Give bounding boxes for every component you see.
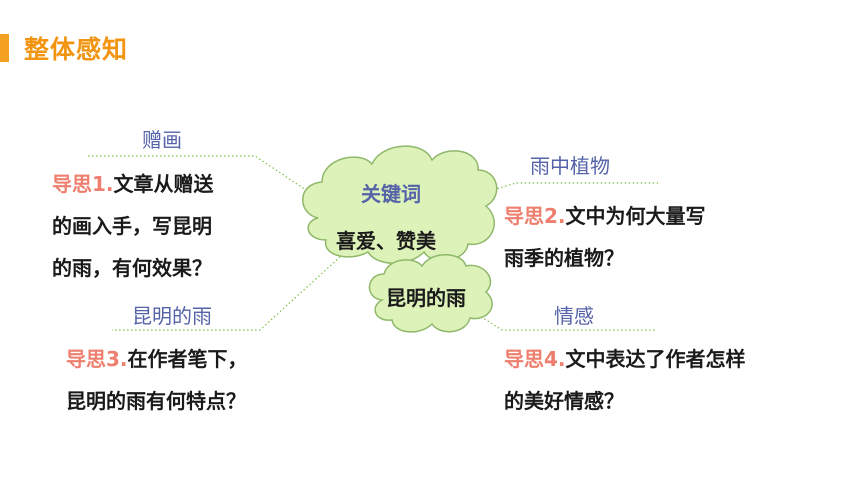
page-title: 整体感知 xyxy=(24,35,129,64)
connector-rain-plants xyxy=(485,182,658,193)
question-2-line-2: 雨季的植物？ xyxy=(504,246,624,270)
question-2-line-1: 导思2.文中为何大量写 xyxy=(504,204,706,228)
question-3-prefix: 导思3. xyxy=(66,347,128,371)
connector-emotion xyxy=(463,305,656,331)
connector-gift-painting xyxy=(88,155,319,199)
title-accent-bar xyxy=(0,34,9,62)
connector-kunming-rain xyxy=(112,245,353,331)
question-1-line-2: 的画入手，写昆明 xyxy=(52,214,212,238)
question-4-line-1: 导思4.文中表达了作者怎样 xyxy=(504,347,746,371)
keyword-value: 喜爱、赞美 xyxy=(336,229,436,253)
question-1-line-1: 导思1.文章从赠送 xyxy=(52,172,214,196)
main-cloud xyxy=(302,145,498,264)
question-4: 导思4.文中表达了作者怎样 的美好情感？ xyxy=(504,338,746,422)
question-4-line-2: 的美好情感？ xyxy=(504,389,624,413)
question-3-line-2: 昆明的雨有何特点？ xyxy=(66,389,246,413)
question-3-line-1: 导思3.在作者笔下， xyxy=(66,347,248,371)
question-2: 导思2.文中为何大量写 雨季的植物？ xyxy=(504,195,706,279)
question-2-prefix: 导思2. xyxy=(504,204,566,228)
topic-emotion: 情感 xyxy=(554,304,594,328)
small-cloud-label: 昆明的雨 xyxy=(386,286,466,310)
question-1: 导思1.文章从赠送 的画入手，写昆明 的雨，有何效果？ xyxy=(52,163,214,289)
question-3: 导思3.在作者笔下， 昆明的雨有何特点？ xyxy=(66,338,248,422)
keyword-label: 关键词 xyxy=(361,182,421,206)
question-4-prefix: 导思4. xyxy=(504,347,566,371)
question-1-line-3: 的雨，有何效果？ xyxy=(52,256,212,280)
topic-gift-painting: 赠画 xyxy=(142,128,182,152)
question-1-prefix: 导思1. xyxy=(52,172,114,196)
topic-rain-plants: 雨中植物 xyxy=(530,154,610,178)
small-cloud xyxy=(368,254,493,333)
topic-kunming-rain: 昆明的雨 xyxy=(132,304,212,328)
